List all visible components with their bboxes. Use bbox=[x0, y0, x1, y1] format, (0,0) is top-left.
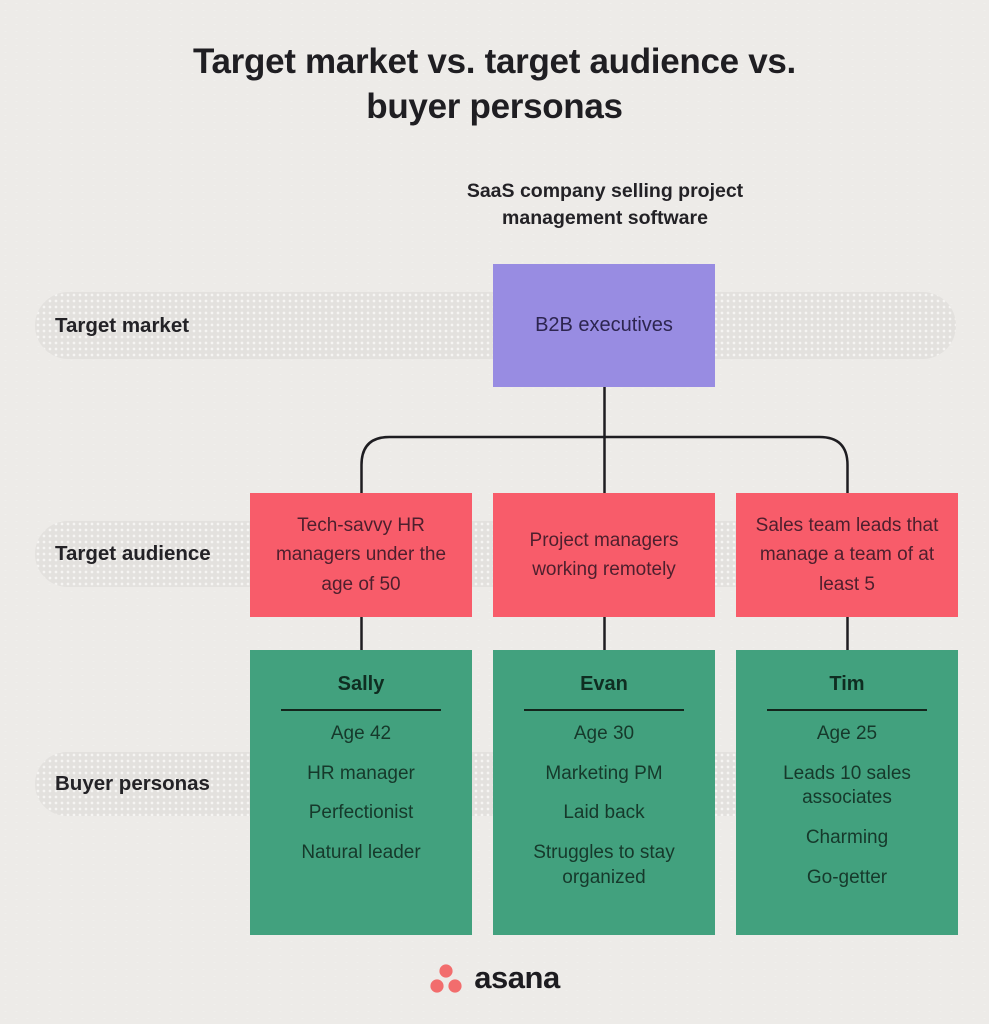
persona-trait: Marketing PM bbox=[545, 762, 663, 784]
persona-trait: Leads 10 sales associates bbox=[783, 762, 911, 809]
target-audience-node-2: Project managers working remotely bbox=[493, 493, 715, 617]
persona-name: Sally bbox=[337, 673, 385, 695]
page-title-text: Target market vs. target audience vs. bu… bbox=[193, 42, 796, 126]
persona-trait: Charming bbox=[805, 827, 889, 849]
asana-logo: asana bbox=[0, 952, 989, 1004]
persona-card-evan: Evan Age 30 Marketing PM Laid back Strug… bbox=[493, 650, 715, 935]
asana-dots-icon bbox=[430, 963, 462, 993]
persona-name: Evan bbox=[580, 673, 628, 695]
diagram-subtitle: SaaS company selling project management … bbox=[466, 180, 744, 230]
persona-divider bbox=[281, 709, 441, 711]
persona-card-sally: Sally Age 42 HR manager Perfectionist Na… bbox=[250, 650, 472, 935]
asana-wordmark: asana bbox=[474, 960, 560, 995]
persona-trait: Perfectionist bbox=[308, 802, 414, 824]
persona-trait: Go-getter bbox=[806, 866, 888, 888]
persona-card-tim: Tim Age 25 Leads 10 sales associates Cha… bbox=[736, 650, 958, 935]
target-audience-node-1: Tech-savvy HR managers under the age of … bbox=[250, 493, 472, 617]
persona-name: Tim bbox=[829, 673, 865, 695]
target-audience-node-3: Sales team leads that manage a team of a… bbox=[736, 493, 958, 617]
row-label-buyer-personas: Buyer personas bbox=[55, 772, 210, 795]
persona-trait: Age 30 bbox=[573, 723, 635, 744]
persona-divider bbox=[524, 709, 684, 711]
persona-trait: HR manager bbox=[307, 762, 415, 784]
persona-trait: Laid back bbox=[563, 802, 645, 824]
persona-trait: Age 42 bbox=[330, 723, 392, 744]
persona-trait: Natural leader bbox=[301, 842, 421, 864]
persona-trait: Struggles to stay organized bbox=[533, 842, 675, 888]
persona-trait: Age 25 bbox=[816, 723, 878, 744]
row-label-target-market: Target market bbox=[55, 313, 190, 337]
page-title: Target market vs. target audience vs. bu… bbox=[0, 40, 989, 130]
persona-divider bbox=[767, 709, 927, 711]
row-label-target-audience: Target audience bbox=[55, 542, 211, 565]
target-market-node: B2B executives bbox=[493, 264, 715, 387]
